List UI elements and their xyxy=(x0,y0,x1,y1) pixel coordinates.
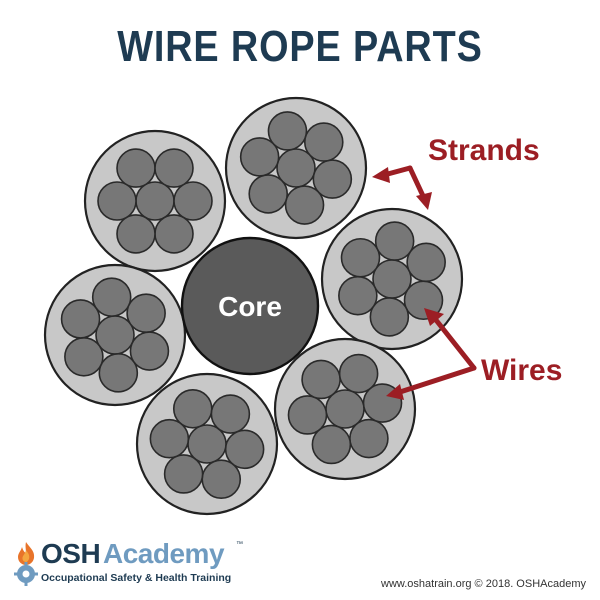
strand xyxy=(83,129,227,273)
strands-group xyxy=(43,96,464,516)
wire xyxy=(116,214,156,254)
wire xyxy=(284,185,325,225)
copyright-credit: www.oshatrain.org © 2018. OSHAcademy xyxy=(381,578,586,590)
wire xyxy=(303,122,344,162)
strand xyxy=(43,263,187,407)
wire xyxy=(97,181,137,221)
wires-arrow-left xyxy=(397,365,477,395)
strands-arrows xyxy=(372,165,432,210)
strands-label: Strands xyxy=(428,134,540,167)
wires-arrows xyxy=(386,308,477,400)
diagram-title: WIRE ROPE PARTS xyxy=(117,22,483,71)
core: Core xyxy=(180,236,320,376)
wire xyxy=(60,299,101,339)
brand-name-academy: Academy xyxy=(103,538,225,569)
wires-label: Wires xyxy=(481,354,562,387)
wires-arrowhead-up xyxy=(424,308,444,326)
wire xyxy=(276,148,316,188)
core-label: Core xyxy=(218,291,282,322)
brand-trademark: ™ xyxy=(236,541,243,548)
wire xyxy=(64,336,104,377)
wire xyxy=(163,454,204,494)
strand xyxy=(135,372,279,516)
wire xyxy=(340,237,381,278)
wire xyxy=(369,297,410,337)
strand xyxy=(224,96,368,240)
core-circle xyxy=(180,236,320,376)
wire xyxy=(135,181,175,221)
wire xyxy=(267,111,308,151)
wire xyxy=(126,293,166,334)
wire xyxy=(149,418,190,459)
brand-name-osh: OSH xyxy=(41,538,101,569)
wire xyxy=(311,424,352,465)
wire xyxy=(224,429,265,470)
wire xyxy=(210,394,251,434)
wire xyxy=(116,148,156,188)
wire xyxy=(91,277,132,317)
wire xyxy=(301,359,341,400)
strands-arrowhead-down xyxy=(416,192,432,210)
wire xyxy=(129,331,170,371)
wire xyxy=(154,148,194,188)
wire xyxy=(338,275,378,316)
wires-arrow-up xyxy=(433,317,477,371)
wire xyxy=(406,242,446,283)
brand-tagline: Occupational Safety & Health Training xyxy=(41,572,232,584)
wire xyxy=(372,259,412,299)
wire xyxy=(248,174,289,214)
wire xyxy=(98,353,139,393)
wire xyxy=(312,159,353,199)
wires-arrowhead-left xyxy=(386,384,404,400)
flame-gear-icon xyxy=(14,542,38,586)
wire xyxy=(374,221,415,261)
wire xyxy=(154,214,194,254)
wire xyxy=(349,418,389,459)
wire xyxy=(287,395,328,435)
osha-academy-logo: OSH Academy ™ Occupational Safety & Heal… xyxy=(14,538,254,594)
strands-arrow-down xyxy=(407,165,427,201)
wire xyxy=(172,388,213,429)
strand xyxy=(273,337,417,481)
wire xyxy=(338,353,379,394)
strands-arrowhead-left xyxy=(372,167,390,183)
wire xyxy=(173,181,213,221)
wire xyxy=(239,137,280,177)
